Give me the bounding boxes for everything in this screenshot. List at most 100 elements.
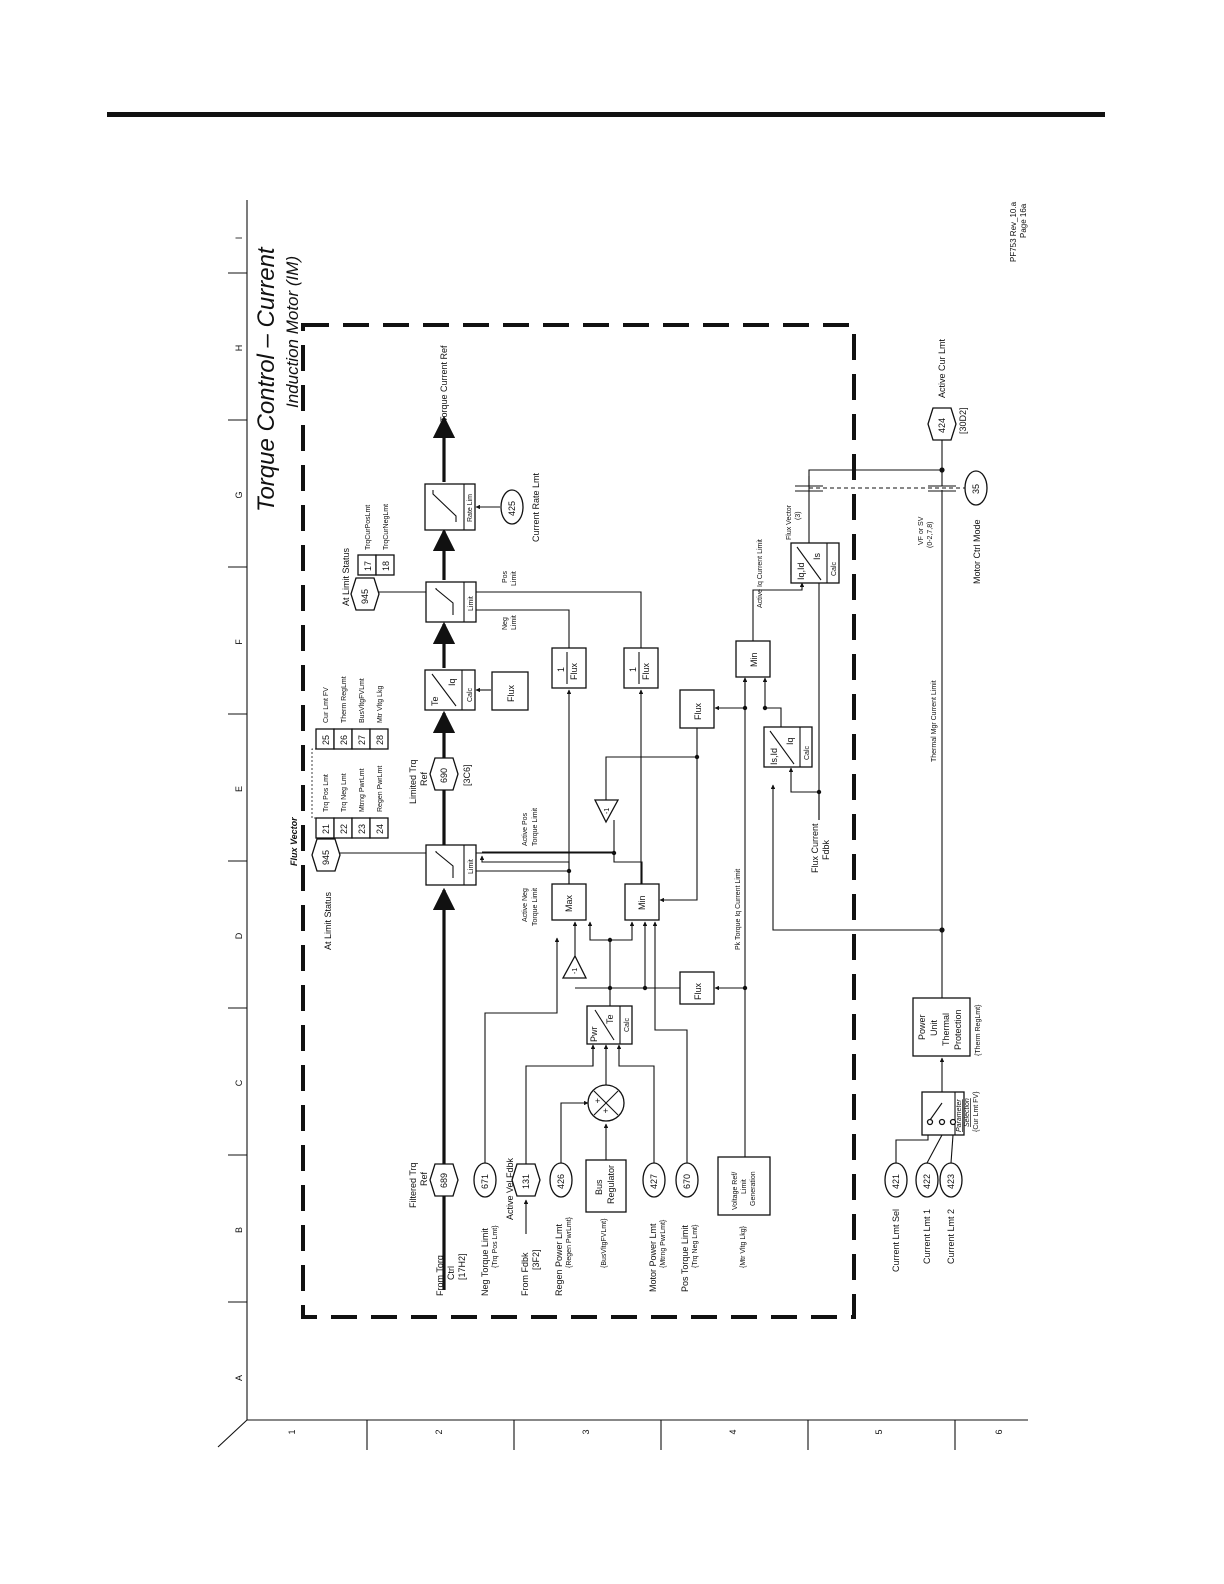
voltage-ref-line-3: Generation [750, 1171, 757, 1206]
filtered-trq-line-2: Ref [419, 1171, 429, 1186]
wire-pos-limit [464, 589, 642, 648]
wire-671 [484, 937, 560, 1163]
dot-is-id [762, 705, 768, 711]
bit-26-name: Therm RegLmt [341, 676, 348, 723]
param-425-oval[interactable] [500, 489, 524, 525]
neg-one-gain-left [561, 954, 588, 979]
iq-id-slash [796, 546, 822, 581]
max-label: Max [564, 894, 574, 912]
bit-27-name: BusVltgFVLmt [359, 678, 366, 723]
switch-pole-3 [949, 1118, 957, 1126]
limit-block-upper[interactable] [425, 581, 477, 623]
limited-trq-ref: [3C6] [462, 764, 472, 786]
current-lmt2-label: Current Lmt 2 [946, 1209, 956, 1264]
flux-block-teiq[interactable] [491, 671, 529, 711]
bit-21: 21 [321, 824, 331, 834]
rate-lim-label: Rate Lim [467, 494, 474, 522]
bit-24-name: Regen PwrLmt [377, 766, 384, 812]
voltage-ref-line-1: Voltage Ref/ [732, 1172, 739, 1210]
active-cur-label: Active Cur Lmt [937, 338, 947, 398]
grid-col-b: B [234, 1227, 244, 1233]
wire-131 [525, 1044, 596, 1164]
flux-lower-label: Flux [693, 982, 703, 1000]
param-35-oval[interactable] [964, 470, 988, 506]
param-689-hex[interactable] [429, 1163, 459, 1197]
param-689: 689 [439, 1173, 449, 1188]
torque-current-ref-label: Torque Current Ref [439, 345, 449, 422]
is-id-label: Is,Id [769, 748, 779, 765]
bus-regulator-block[interactable] [585, 1159, 627, 1213]
thermal-line-4: Protection [953, 1009, 963, 1050]
flux-block-upper[interactable] [679, 689, 715, 729]
param-selection-sub: {Cur Lmt FV} [973, 1091, 980, 1132]
wire-max-to-min [610, 921, 635, 941]
current-rate-label: Current Rate Lmt [531, 472, 541, 542]
param-423: 423 [946, 1174, 956, 1189]
grid-col-a: A [234, 1375, 244, 1381]
sum-plus-1: + [595, 1096, 600, 1106]
param-690-hex[interactable] [429, 757, 459, 791]
page-ref-label: Page 16a [1019, 203, 1028, 238]
dot-pk-low [742, 985, 748, 991]
switch-pole-2 [938, 1118, 946, 1126]
bit-23: 23 [357, 824, 367, 834]
is-id-calc-label: Calc [804, 745, 811, 760]
bus-regulator-line-1: Bus [594, 1179, 604, 1195]
flux-upper-label: Flux [693, 702, 703, 720]
dot-max-min [607, 937, 613, 943]
grid-row-labels: 1 2 3 4 5 6 [287, 1429, 1004, 1434]
param-424-hex[interactable] [927, 407, 957, 441]
bit-26: 26 [339, 735, 349, 745]
flux-vector-label: Flux Vector [289, 817, 299, 866]
thermal-protection-block[interactable] [912, 997, 971, 1057]
inv-flux-pos-label: Flux [641, 662, 651, 680]
wire-flux-fdbk-up [790, 561, 820, 820]
regen-power-sub: {Regen PwrLmt} [566, 1216, 573, 1268]
active-neg-line-1: Active Neg [522, 888, 529, 922]
wire-min-out [482, 851, 643, 884]
motor-power-label: Motor Power Lmt [648, 1223, 658, 1292]
current-lmt1-label: Current Lmt 1 [922, 1209, 932, 1264]
bus-regulator-line-2: Regulator [606, 1165, 616, 1204]
pos-limit-line-1: Pos [502, 570, 509, 583]
neg-limit-line-2: Limit [511, 615, 518, 630]
rate-lim-shape [432, 490, 457, 522]
param-671: 671 [480, 1174, 490, 1189]
pwr-te-slash [594, 1009, 615, 1041]
inv-flux-pos-one: 1 [628, 667, 638, 672]
bit-27: 27 [357, 735, 367, 745]
dot-flux-upper [694, 754, 700, 760]
grid-row-5: 5 [874, 1429, 884, 1434]
param-945-hex-lower[interactable] [311, 838, 341, 872]
bit-23-name: Mtrng PwrLmt [359, 768, 366, 812]
active-pos-line-2: Torque Limit [532, 808, 539, 846]
inv-flux-block-neg[interactable] [551, 647, 587, 689]
sum-x-2 [593, 1090, 619, 1116]
wire-is-id-out [762, 677, 782, 727]
flux-teiq-label: Flux [506, 684, 516, 702]
param-425: 425 [507, 501, 517, 516]
grid-row-3: 3 [581, 1429, 591, 1434]
bit-22-name: Trq Neg Lmt [341, 773, 348, 812]
bit-22: 22 [339, 824, 349, 834]
min-block-lower[interactable] [624, 883, 660, 921]
wire-670 [652, 921, 688, 1163]
thermal-mgr-label: Thermal Mgr Current Limit [931, 680, 938, 762]
iq-id-calc-label: Calc [831, 561, 838, 576]
bit-18-name: TrqCurNegLmt [383, 504, 390, 550]
grid-col-f: F [234, 639, 244, 645]
limit-upper-shape [435, 588, 454, 615]
param-945-hex-upper[interactable] [350, 577, 380, 611]
wire-427 [616, 1044, 655, 1163]
limited-trq-line-1: Limited Trq [408, 759, 418, 804]
min-block-upper[interactable] [735, 640, 771, 678]
param-131-hex[interactable] [511, 1163, 541, 1197]
iq-label-1: Iq [785, 737, 795, 745]
param-422: 422 [922, 1174, 932, 1189]
revision-label: PF753 Rev_10.a [1009, 201, 1018, 262]
voltage-ref-block[interactable] [717, 1156, 771, 1216]
param-selection-block[interactable] [921, 1091, 965, 1136]
wire-421 [895, 1133, 929, 1163]
wire-pwr-max-right [587, 921, 611, 960]
flux-vector3-line-2: (3) [795, 511, 802, 520]
